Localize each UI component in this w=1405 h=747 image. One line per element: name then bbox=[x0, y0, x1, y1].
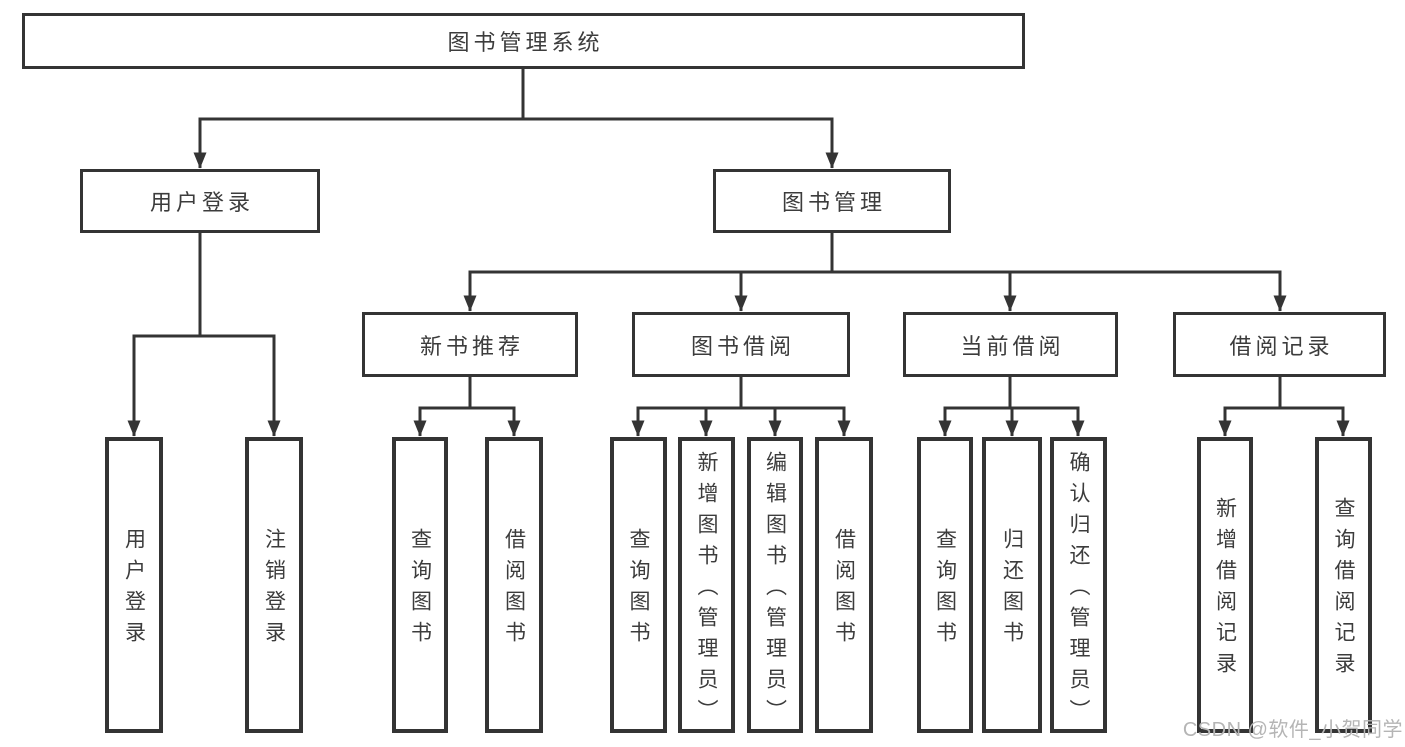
leaf-borrowing-edit-books-admin: 编辑图书（管理员） bbox=[747, 437, 803, 733]
node-label: 图书管理系统 bbox=[447, 30, 604, 55]
node-label: 注销登录 bbox=[262, 528, 286, 652]
node-label: 当前借阅 bbox=[960, 333, 1065, 359]
node-label: 查询图书 bbox=[408, 528, 432, 652]
leaf-current-confirm-return-admin: 确认归还（管理员） bbox=[1050, 437, 1107, 733]
leaf-borrowing-query-books: 查询图书 bbox=[610, 437, 667, 733]
node-label: 编辑图书（管理员） bbox=[763, 450, 787, 730]
node-library-management-system: 图书管理系统 bbox=[22, 13, 1025, 69]
node-label: 图书管理 bbox=[781, 190, 886, 215]
node-label: 图书借阅 bbox=[690, 333, 795, 359]
leaf-login-user-login: 用户登录 bbox=[105, 437, 163, 733]
leaf-login-logout: 注销登录 bbox=[245, 437, 303, 733]
node-label: 借阅图书 bbox=[832, 528, 856, 652]
leaf-records-add-borrow-record: 新增借阅记录 bbox=[1197, 437, 1253, 733]
node-current-borrowing: 当前借阅 bbox=[903, 312, 1118, 377]
node-book-management: 图书管理 bbox=[713, 169, 951, 233]
node-label: 新增借阅记录 bbox=[1213, 497, 1237, 683]
node-label: 借阅图书 bbox=[502, 528, 526, 652]
csdn-watermark: CSDN @软件_小贺同学 bbox=[1182, 719, 1403, 741]
leaf-current-return-books: 归还图书 bbox=[982, 437, 1042, 733]
node-user-login: 用户登录 bbox=[80, 169, 320, 233]
node-label: 用户登录 bbox=[149, 190, 254, 215]
leaf-borrowing-add-books-admin: 新增图书（管理员） bbox=[678, 437, 735, 733]
node-label: 查询借阅记录 bbox=[1332, 497, 1355, 683]
node-borrowing-records: 借阅记录 bbox=[1173, 312, 1386, 377]
node-label: 借阅记录 bbox=[1229, 333, 1334, 359]
leaf-records-query-borrow-record: 查询借阅记录 bbox=[1315, 437, 1372, 733]
node-label: 归还图书 bbox=[1000, 528, 1024, 652]
node-new-book-recommendation: 新书推荐 bbox=[362, 312, 578, 377]
node-label: 查询图书 bbox=[933, 528, 957, 652]
node-book-borrowing: 图书借阅 bbox=[632, 312, 850, 377]
leaf-recommend-query-books: 查询图书 bbox=[392, 437, 448, 733]
leaf-borrowing-borrow-books: 借阅图书 bbox=[815, 437, 873, 733]
node-label: 确认归还（管理员） bbox=[1067, 450, 1090, 730]
leaf-current-query-books: 查询图书 bbox=[917, 437, 973, 733]
leaf-recommend-borrow-books: 借阅图书 bbox=[485, 437, 543, 733]
node-label: 用户登录 bbox=[122, 528, 146, 652]
node-label: 新增图书（管理员） bbox=[695, 450, 718, 730]
node-label: 查询图书 bbox=[627, 528, 650, 652]
node-label: 新书推荐 bbox=[419, 333, 524, 359]
